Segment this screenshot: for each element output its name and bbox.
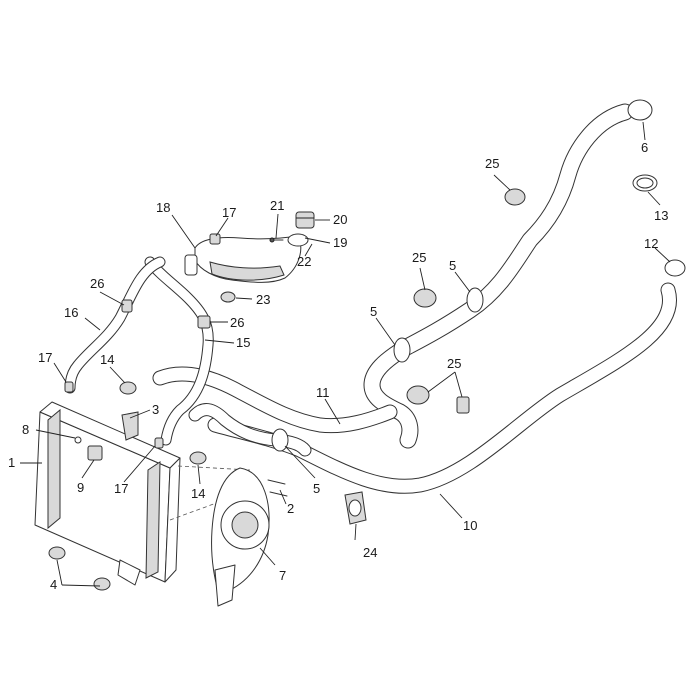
clamp-25-low <box>406 385 470 414</box>
clamp-26-left <box>121 299 133 313</box>
callout-18: 18 <box>156 200 170 215</box>
tank-cap-20 <box>295 211 315 229</box>
clamp-26-right <box>197 315 211 329</box>
callout-22: 22 <box>297 254 311 269</box>
callout-26-right: 26 <box>230 315 244 330</box>
radiator <box>34 401 181 586</box>
hose-15 <box>144 256 214 446</box>
callout-10: 10 <box>463 518 477 533</box>
callout-26-left: 26 <box>90 276 104 291</box>
callout-9: 9 <box>77 480 84 495</box>
callout-14-lower: 14 <box>191 486 205 501</box>
callout-21: 21 <box>270 198 284 213</box>
callout-17-right: 17 <box>114 481 128 496</box>
callout-23: 23 <box>256 292 270 307</box>
bracket-3 <box>121 411 139 441</box>
clamp-25-top <box>504 188 526 206</box>
callout-17-top: 17 <box>222 205 236 220</box>
clip-17-right <box>154 437 164 449</box>
callout-12: 12 <box>644 236 658 251</box>
callout-5-mid: 5 <box>370 304 377 319</box>
clamp-14-lower <box>189 451 207 465</box>
callout-7: 7 <box>279 568 286 583</box>
callout-1: 1 <box>8 455 15 470</box>
cooling-fan <box>211 467 270 607</box>
callout-3: 3 <box>152 402 159 417</box>
clamp-14-upper <box>119 381 137 395</box>
callout-5-upper: 5 <box>449 258 456 273</box>
callout-2: 2 <box>287 501 294 516</box>
clamp-25-mid <box>413 288 437 308</box>
mounting-guides <box>169 465 251 521</box>
callout-25-top: 25 <box>485 156 499 171</box>
ring-13 <box>632 174 658 192</box>
callout-13: 13 <box>654 208 668 223</box>
clip-9 <box>87 445 103 461</box>
cap-24 <box>344 491 367 525</box>
callout-20: 20 <box>333 212 347 227</box>
drain-screw-8 <box>74 436 82 444</box>
lower-hose <box>188 403 312 457</box>
callout-17-left: 17 <box>38 350 52 365</box>
clamp-6 <box>627 99 653 121</box>
callout-25-mid: 25 <box>412 250 426 265</box>
clamp-5-upper <box>466 287 484 313</box>
clamp-5-lower <box>271 428 289 452</box>
clamp-5-mid <box>393 337 411 363</box>
grommet-23 <box>220 291 236 303</box>
expansion-tank <box>184 233 309 283</box>
bolt-21 <box>269 237 284 243</box>
callout-6: 6 <box>641 140 648 155</box>
bolts-2 <box>267 479 288 497</box>
hose-16 <box>64 256 166 394</box>
clamp-12 <box>664 259 686 277</box>
callout-14-upper: 14 <box>100 352 114 367</box>
clip-17-left <box>64 381 74 393</box>
callout-8: 8 <box>22 422 29 437</box>
callout-4: 4 <box>50 577 57 592</box>
callout-labels: 1 2 3 4 5 5 5 6 7 8 9 10 11 12 13 14 14 … <box>8 140 668 592</box>
clip-17-top <box>209 233 221 245</box>
callout-16: 16 <box>64 305 78 320</box>
callout-11: 11 <box>316 385 330 400</box>
rubber-feet-4 <box>48 546 111 591</box>
callout-15: 15 <box>236 335 250 350</box>
callout-24: 24 <box>363 545 377 560</box>
callout-25-low: 25 <box>447 356 461 371</box>
leader-lines <box>20 121 671 587</box>
callout-5-lower: 5 <box>313 481 320 496</box>
callout-19: 19 <box>333 235 347 250</box>
